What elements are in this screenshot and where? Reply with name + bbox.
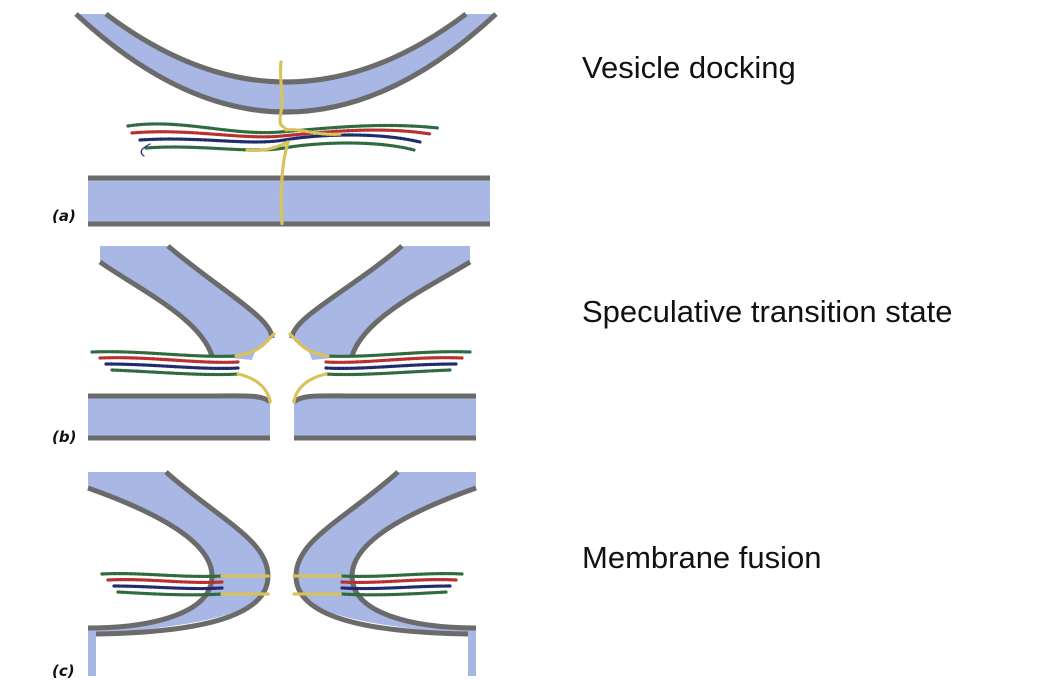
t-snare-a — [279, 140, 290, 226]
v-snare-a — [278, 60, 288, 132]
snare-complex-b — [90, 332, 472, 404]
fused-membrane-c-right — [296, 472, 476, 676]
plasma-membrane-a — [88, 178, 490, 224]
snare-complex-a — [126, 60, 440, 226]
vesicle-inner-leaflet-a — [104, 12, 468, 85]
panel-b: (b) Speculative transition state — [52, 244, 953, 446]
vesicle-membrane-b-left — [100, 246, 272, 360]
vesicle-membrane-b-right — [292, 246, 470, 360]
panel-a: (a) Vesicle docking — [52, 12, 796, 227]
panel-letter-a: (a) — [52, 207, 76, 225]
stage-title-c: Membrane fusion — [582, 540, 822, 575]
plasma-membrane-b-right — [294, 395, 476, 438]
vesicle-outer-leaflet-a — [74, 12, 498, 115]
plasma-membrane-b-left — [88, 395, 270, 438]
fused-membrane-c-left — [88, 472, 268, 676]
stage-title-b: Speculative transition state — [582, 294, 953, 329]
panel-c: (c) Membrane fusion — [52, 470, 822, 680]
panel-letter-b: (b) — [52, 428, 76, 446]
stage-title-a: Vesicle docking — [582, 50, 796, 85]
snare-complex-c — [100, 572, 464, 597]
panel-letter-c: (c) — [52, 662, 75, 680]
